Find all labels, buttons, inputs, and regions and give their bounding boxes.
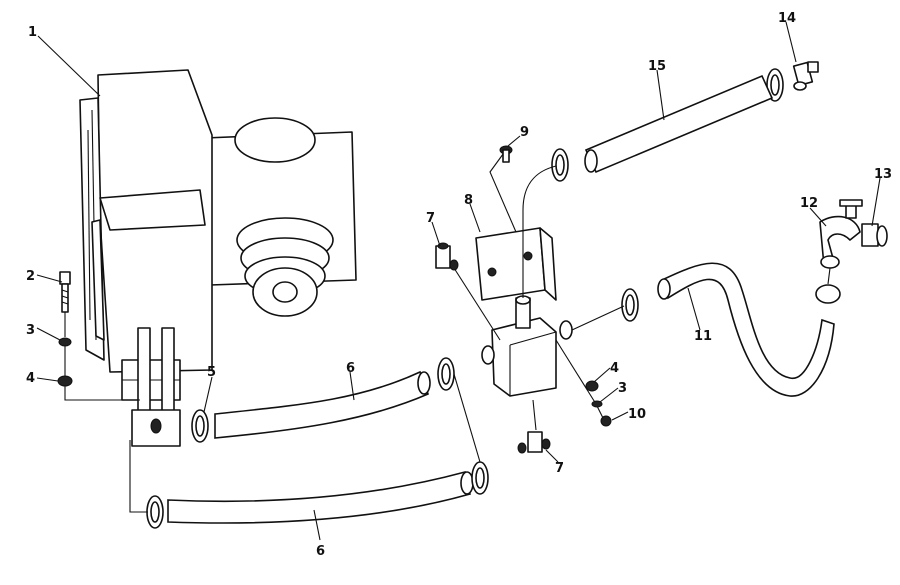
fitting-14 [792, 61, 819, 91]
callout-11: 11 [694, 329, 712, 344]
callout-7-upper: 7 [426, 211, 435, 226]
nut-right [585, 380, 599, 392]
callout-9: 9 [520, 125, 529, 140]
callout-7-lower: 7 [555, 461, 564, 476]
hose-upper [214, 370, 430, 439]
washer [58, 337, 72, 347]
bolt [59, 271, 71, 313]
engine-housing [79, 69, 357, 447]
nut [57, 375, 73, 387]
fitting-upper [435, 242, 459, 271]
callout-4-right: 4 [610, 361, 619, 376]
callout-13: 13 [874, 167, 892, 182]
screw [499, 145, 513, 163]
callout-3-left: 3 [26, 323, 35, 338]
hose-15 [584, 74, 774, 174]
screw-right [600, 415, 612, 427]
callout-12: 12 [800, 196, 818, 211]
callout-8: 8 [464, 193, 473, 208]
callout-6-lower: 6 [316, 544, 325, 559]
hose-11 [661, 262, 835, 397]
callout-6-upper: 6 [346, 361, 355, 376]
fitting-13 [861, 223, 888, 247]
callout-5: 5 [207, 365, 216, 380]
callout-10: 10 [628, 407, 646, 422]
hose-clamp [146, 68, 784, 529]
washer-right [591, 400, 603, 408]
hose-lower [167, 471, 471, 524]
callout-15: 15 [648, 59, 666, 74]
callout-2: 2 [26, 269, 35, 284]
callout-3-right: 3 [618, 381, 627, 396]
callout-14: 14 [778, 11, 796, 26]
tap [819, 199, 863, 269]
callout-1: 1 [28, 25, 37, 40]
callout-4-left: 4 [26, 371, 35, 386]
fitting-lower [517, 431, 551, 454]
valve-body [481, 295, 573, 397]
mounting-bracket [475, 227, 557, 301]
